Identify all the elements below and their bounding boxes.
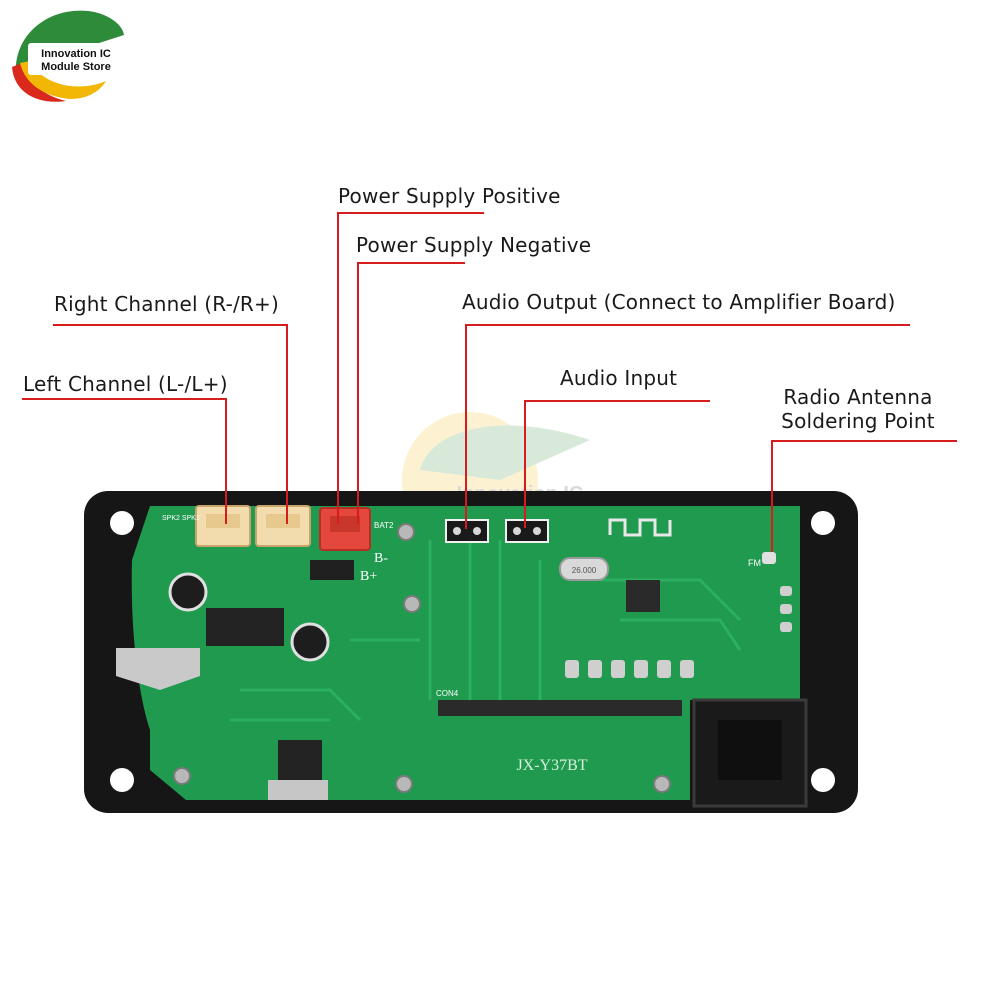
mount-hole-br — [811, 768, 835, 792]
ground-pad — [116, 648, 200, 690]
screw-1 — [397, 523, 415, 541]
con4-marking: CON4 — [436, 689, 459, 698]
label-right-channel: Right Channel (R-/R+) — [54, 292, 279, 316]
callout-audio-output-v — [465, 324, 467, 529]
logo-swoosh-yellow — [20, 61, 106, 99]
bt-chip — [626, 580, 660, 612]
screw-3 — [173, 767, 191, 785]
callout-right-channel-h — [53, 324, 288, 326]
crystal-marking: 26.000 — [572, 566, 597, 575]
callout-power-negative-v — [357, 262, 359, 524]
callout-audio-input-v — [524, 400, 526, 528]
store-logo: Innovation IC Module Store — [12, 10, 125, 102]
capacitor-1 — [168, 572, 208, 612]
callout-power-negative-h — [357, 262, 465, 264]
label-radio-antenna-line2: Soldering Point — [781, 409, 935, 433]
card-slot — [438, 700, 682, 716]
bat-marking: BAT2 — [374, 521, 394, 530]
callout-radio-antenna-v — [771, 440, 773, 552]
capacitor-2 — [290, 622, 330, 662]
callout-left-channel-h — [22, 398, 227, 400]
spk-marking: SPK2 SPK1 — [162, 515, 200, 522]
amplifier-chip — [206, 608, 284, 646]
mount-hole-bl — [110, 768, 134, 792]
audio-output-header — [445, 519, 489, 543]
callout-radio-antenna-h — [771, 440, 957, 442]
fm-marking: FM — [748, 558, 761, 568]
screw-4 — [395, 775, 413, 793]
b-minus-marking: B- — [374, 551, 388, 566]
radio-antenna-pad — [762, 552, 776, 564]
callout-power-positive-h — [337, 212, 484, 214]
label-left-channel: Left Channel (L-/L+) — [23, 372, 228, 396]
crystal-oscillator — [559, 557, 609, 581]
model-marking: JX-Y37BT — [516, 757, 587, 774]
callout-left-channel-v — [225, 398, 227, 524]
callout-audio-input-h — [524, 400, 710, 402]
label-radio-antenna-line1: Radio Antenna — [783, 385, 933, 409]
audio-input-header — [505, 519, 549, 543]
screw-2 — [403, 595, 421, 613]
label-audio-input: Audio Input — [560, 366, 678, 390]
label-power-positive: Power Supply Positive — [338, 184, 561, 208]
mount-hole-tl — [110, 511, 134, 535]
logo-line-1: Innovation IC — [41, 48, 111, 60]
logo-line-2: Module Store — [41, 61, 111, 73]
bluetooth-antenna-trace — [608, 518, 672, 537]
callout-audio-output-h — [465, 324, 910, 326]
callout-power-positive-v — [337, 212, 339, 524]
mount-hole-tr — [811, 511, 835, 535]
b-plus-marking: B+ — [360, 569, 377, 584]
callout-right-channel-v — [286, 324, 288, 524]
label-radio-antenna: Radio Antenna Soldering Point — [770, 385, 946, 433]
screw-5 — [653, 775, 671, 793]
label-power-negative: Power Supply Negative — [356, 233, 592, 257]
label-audio-output: Audio Output (Connect to Amplifier Board… — [462, 290, 896, 314]
